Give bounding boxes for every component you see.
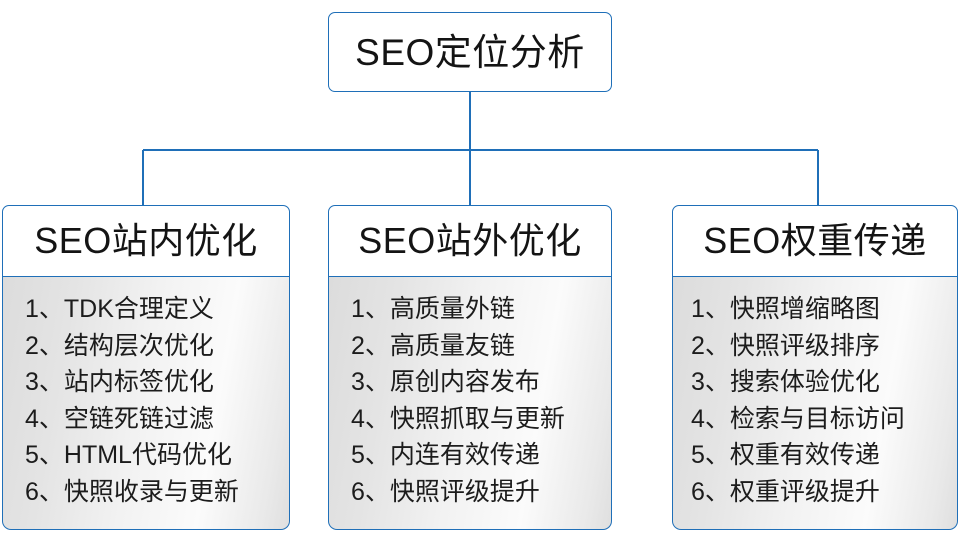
list-item: 4、检索与目标访问 <box>691 401 957 438</box>
item-index: 4、 <box>351 404 390 433</box>
branch-header-label-3: SEO权重传递 <box>703 220 927 261</box>
item-index: 4、 <box>691 404 730 433</box>
list-item: 4、空链死链过滤 <box>25 401 289 438</box>
item-index: 6、 <box>691 477 730 506</box>
branch-column-1: SEO站内优化 1、TDK合理定义 2、结构层次优化 3、站内标签优化 4、空链… <box>2 205 290 530</box>
item-label: 搜索体验优化 <box>729 368 880 396</box>
item-index: 6、 <box>351 477 390 506</box>
item-label: 高质量友链 <box>389 331 515 360</box>
branch-panel-2: 1、高质量外链 2、高质量友链 3、原创内容发布 4、快照抓取与更新 5、内连有… <box>328 277 612 530</box>
list-item: 5、内连有效传递 <box>351 437 611 474</box>
item-label: 快照评级排序 <box>729 331 880 360</box>
list-item: 2、高质量友链 <box>351 328 611 365</box>
item-index: 5、 <box>691 441 730 469</box>
list-item: 6、权重评级提升 <box>691 474 957 511</box>
item-label: 快照抓取与更新 <box>389 404 565 433</box>
item-list-1: 1、TDK合理定义 2、结构层次优化 3、站内标签优化 4、空链死链过滤 5、H… <box>3 291 289 510</box>
list-item: 4、快照抓取与更新 <box>351 401 611 438</box>
list-item: 1、高质量外链 <box>351 291 611 328</box>
item-index: 3、 <box>351 368 390 396</box>
branch-panel-3: 1、快照增缩略图 2、快照评级排序 3、搜索体验优化 4、检索与目标访问 5、权… <box>672 277 958 530</box>
list-item: 6、快照评级提升 <box>351 474 611 511</box>
list-item: 1、快照增缩略图 <box>691 291 957 328</box>
branch-header-label-1: SEO站内优化 <box>34 220 258 261</box>
branch-header-1[interactable]: SEO站内优化 <box>2 205 290 277</box>
list-item: 3、搜索体验优化 <box>691 364 957 401</box>
item-index: 5、 <box>351 441 390 469</box>
item-label: 快照增缩略图 <box>729 295 880 323</box>
item-label: 权重评级提升 <box>729 477 880 506</box>
branch-header-3[interactable]: SEO权重传递 <box>672 205 958 277</box>
item-label: 高质量外链 <box>389 295 515 323</box>
item-index: 3、 <box>25 368 64 396</box>
item-index: 1、 <box>25 295 64 323</box>
list-item: 5、HTML代码优化 <box>25 437 289 474</box>
branch-panel-1: 1、TDK合理定义 2、结构层次优化 3、站内标签优化 4、空链死链过滤 5、H… <box>2 277 290 530</box>
item-label: 空链死链过滤 <box>63 404 214 433</box>
list-item: 2、结构层次优化 <box>25 328 289 365</box>
item-index: 3、 <box>691 368 730 396</box>
item-label: HTML代码优化 <box>63 441 232 469</box>
item-index: 1、 <box>351 295 390 323</box>
item-index: 5、 <box>25 441 64 469</box>
item-index: 6、 <box>25 477 64 506</box>
list-item: 6、快照收录与更新 <box>25 474 289 511</box>
branch-column-2: SEO站外优化 1、高质量外链 2、高质量友链 3、原创内容发布 4、快照抓取与… <box>328 205 612 530</box>
list-item: 1、TDK合理定义 <box>25 291 289 328</box>
item-list-2: 1、高质量外链 2、高质量友链 3、原创内容发布 4、快照抓取与更新 5、内连有… <box>329 291 611 510</box>
item-label: 内连有效传递 <box>389 441 540 469</box>
list-item: 3、站内标签优化 <box>25 364 289 401</box>
item-index: 2、 <box>25 331 64 360</box>
item-index: 4、 <box>25 404 64 433</box>
list-item: 2、快照评级排序 <box>691 328 957 365</box>
list-item: 5、权重有效传递 <box>691 437 957 474</box>
item-index: 2、 <box>351 331 390 360</box>
item-index: 1、 <box>691 295 730 323</box>
branch-column-3: SEO权重传递 1、快照增缩略图 2、快照评级排序 3、搜索体验优化 4、检索与… <box>672 205 958 530</box>
item-label: 结构层次优化 <box>63 331 214 360</box>
item-list-3: 1、快照增缩略图 2、快照评级排序 3、搜索体验优化 4、检索与目标访问 5、权… <box>673 291 957 510</box>
branch-header-2[interactable]: SEO站外优化 <box>328 205 612 277</box>
item-label: 检索与目标访问 <box>729 404 905 433</box>
list-item: 3、原创内容发布 <box>351 364 611 401</box>
item-label: TDK合理定义 <box>63 295 214 323</box>
item-label: 原创内容发布 <box>389 368 540 396</box>
item-label: 站内标签优化 <box>63 368 214 396</box>
root-node-label: SEO定位分析 <box>355 31 585 73</box>
item-index: 2、 <box>691 331 730 360</box>
item-label: 快照收录与更新 <box>63 477 239 506</box>
root-node[interactable]: SEO定位分析 <box>328 12 612 92</box>
branch-header-label-2: SEO站外优化 <box>358 220 582 261</box>
item-label: 权重有效传递 <box>729 441 880 469</box>
item-label: 快照评级提升 <box>389 477 540 506</box>
